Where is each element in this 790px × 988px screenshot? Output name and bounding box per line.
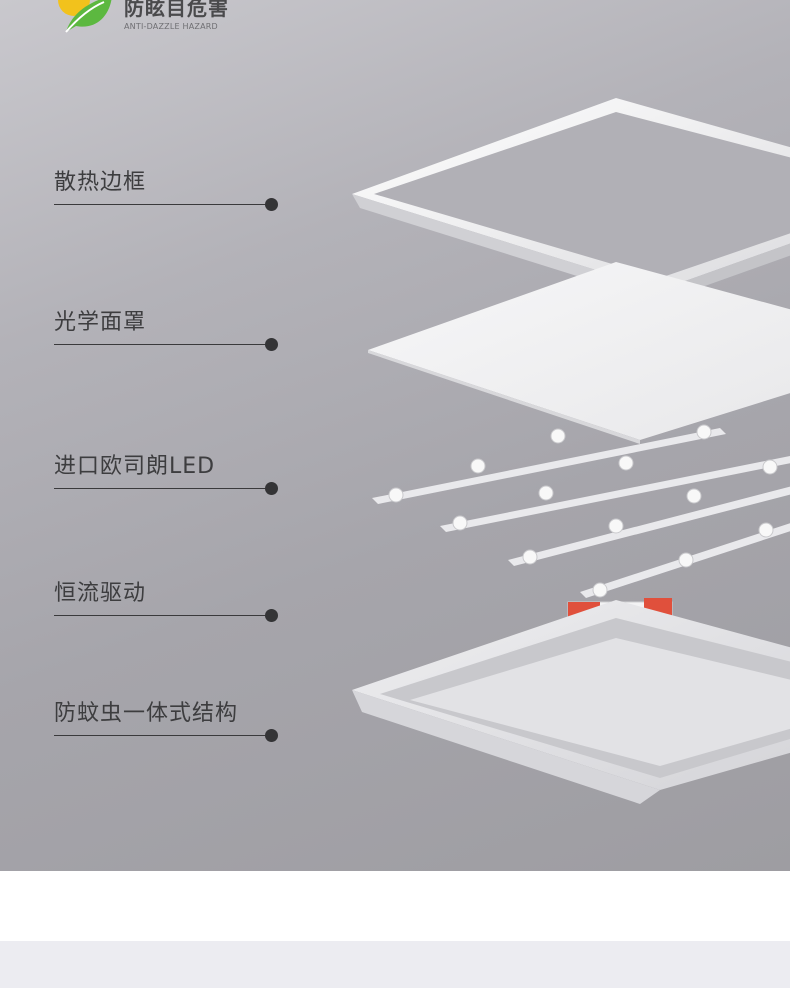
leader-line (54, 204, 272, 205)
leaf-logo-icon (58, 0, 112, 33)
heat-dissipating-frame (352, 98, 790, 302)
led-strips (372, 424, 790, 598)
label-osram-led: 进口欧司朗LED (54, 454, 216, 479)
brand-title: 防眩目危害 (124, 0, 229, 20)
leader-line (54, 615, 272, 616)
label-constant-current-driver: 恒流驱动 (54, 581, 147, 606)
bottom-band (0, 941, 790, 988)
brand-subtitle: ANTI-DAZZLE HAZARD (124, 22, 218, 31)
leader-line (54, 488, 272, 489)
panel-light-exploded-illustration (352, 98, 790, 804)
leader-dot (265, 729, 278, 742)
insect-proof-base (352, 600, 790, 804)
spacer-band (0, 871, 790, 941)
label-heat-frame: 散热边框 (54, 170, 147, 195)
leader-dot (265, 482, 278, 495)
label-insect-proof-structure: 防蚊虫一体式结构 (54, 701, 239, 726)
leader-dot (265, 338, 278, 351)
leader-line (54, 735, 272, 736)
leader-dot (265, 198, 278, 211)
exploded-view-hero: 防眩目危害 ANTI-DAZZLE HAZARD 散热边框 光学面罩 进口欧司朗… (0, 0, 790, 871)
label-optical-cover: 光学面罩 (54, 310, 147, 335)
leader-dot (265, 609, 278, 622)
leader-line (54, 344, 272, 345)
optical-cover (368, 262, 790, 444)
